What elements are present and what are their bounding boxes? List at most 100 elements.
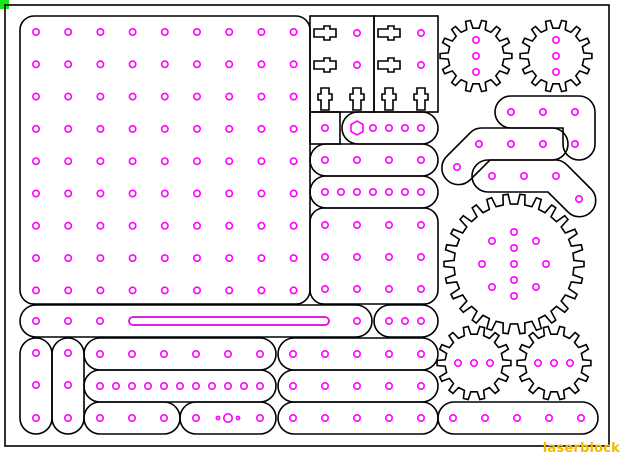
cut-lines: [4, 4, 610, 447]
hole: [416, 124, 425, 133]
base-plate-hole: [193, 221, 202, 230]
base-plate-hole: [257, 189, 266, 198]
hole: [487, 237, 496, 246]
strip-5b: [277, 369, 439, 403]
hole: [487, 172, 496, 181]
hex-hole: [350, 120, 364, 136]
peg-piece: [313, 25, 337, 41]
hole: [416, 253, 425, 262]
hole: [416, 28, 425, 37]
hole: [509, 244, 518, 253]
base-plate-hole: [128, 124, 137, 133]
hole: [31, 348, 40, 357]
hole: [469, 358, 478, 367]
slot-hole: [128, 316, 330, 326]
hole: [519, 172, 528, 181]
hole: [474, 140, 483, 149]
hole: [416, 284, 425, 293]
hole: [352, 156, 361, 165]
peg-piece: [381, 87, 397, 111]
hole: [320, 221, 329, 230]
hole: [538, 108, 547, 117]
base-plate-hole: [257, 157, 266, 166]
hole: [112, 381, 121, 390]
base-plate-hole: [289, 60, 298, 69]
hole: [384, 349, 393, 358]
hole: [509, 259, 518, 268]
base-plate-hole: [193, 60, 202, 69]
base-plate-hole: [257, 92, 266, 101]
base-plate-hole: [160, 92, 169, 101]
base-plate-hole: [128, 189, 137, 198]
square-block: [309, 111, 341, 145]
hole: [176, 381, 185, 390]
base-plate-hole: [257, 124, 266, 133]
hole: [509, 291, 518, 300]
hole: [224, 381, 233, 390]
peg-piece: [349, 87, 365, 111]
base-plate-hole: [31, 92, 40, 101]
hole: [352, 413, 361, 422]
base-plate-hole: [128, 254, 137, 263]
base-plate-hole: [31, 189, 40, 198]
hole: [416, 413, 425, 422]
hole: [416, 60, 425, 69]
hole: [576, 413, 585, 422]
base-plate-hole: [225, 92, 234, 101]
hole: [352, 253, 361, 262]
base-plate-hole: [160, 221, 169, 230]
strip-11: [83, 369, 277, 403]
base-plate-hole: [289, 189, 298, 198]
brand-label: laserblock: [542, 441, 620, 456]
hole: [384, 221, 393, 230]
base-plate-hole: [289, 27, 298, 36]
base-plate-hole: [96, 286, 105, 295]
base-plate-hole: [160, 189, 169, 198]
hole: [565, 358, 574, 367]
hole: [352, 349, 361, 358]
hole: [352, 316, 361, 325]
pin-hole: [215, 415, 221, 421]
base-plate-hole: [31, 221, 40, 230]
vertical-strip-1: [19, 337, 53, 435]
hole: [288, 349, 297, 358]
base-plate-hole: [160, 254, 169, 263]
hole: [31, 413, 40, 422]
base-plate-hole: [128, 286, 137, 295]
hole: [64, 316, 73, 325]
hole: [538, 140, 547, 149]
hole: [64, 380, 73, 389]
peg-piece: [377, 57, 401, 73]
bent-strip-2: [471, 159, 597, 218]
base-plate-hole: [64, 254, 73, 263]
base-plate-hole: [128, 157, 137, 166]
base-plate-hole: [160, 60, 169, 69]
hole: [416, 156, 425, 165]
hole: [551, 51, 560, 60]
base-plate-hole: [160, 286, 169, 295]
hole: [400, 124, 409, 133]
hole: [31, 316, 40, 325]
hole: [416, 316, 425, 325]
base-plate-hole: [31, 286, 40, 295]
base-plate-hole: [225, 60, 234, 69]
peg-piece: [377, 25, 401, 41]
hole: [471, 35, 480, 44]
hole: [384, 156, 393, 165]
hole: [192, 349, 201, 358]
hole: [384, 124, 393, 133]
small-gear-3: [436, 325, 512, 401]
base-plate-hole: [31, 124, 40, 133]
hole: [544, 413, 553, 422]
base-plate-hole: [193, 189, 202, 198]
hole: [471, 51, 480, 60]
base-plate-hole: [64, 124, 73, 133]
strip-6a: [83, 337, 277, 371]
strip-5c: [277, 401, 439, 435]
hole: [320, 413, 329, 422]
small-gear-2: [519, 19, 593, 93]
base-plate-hole: [96, 27, 105, 36]
hole: [416, 381, 425, 390]
base-plate-hole: [96, 60, 105, 69]
hole: [471, 68, 480, 77]
